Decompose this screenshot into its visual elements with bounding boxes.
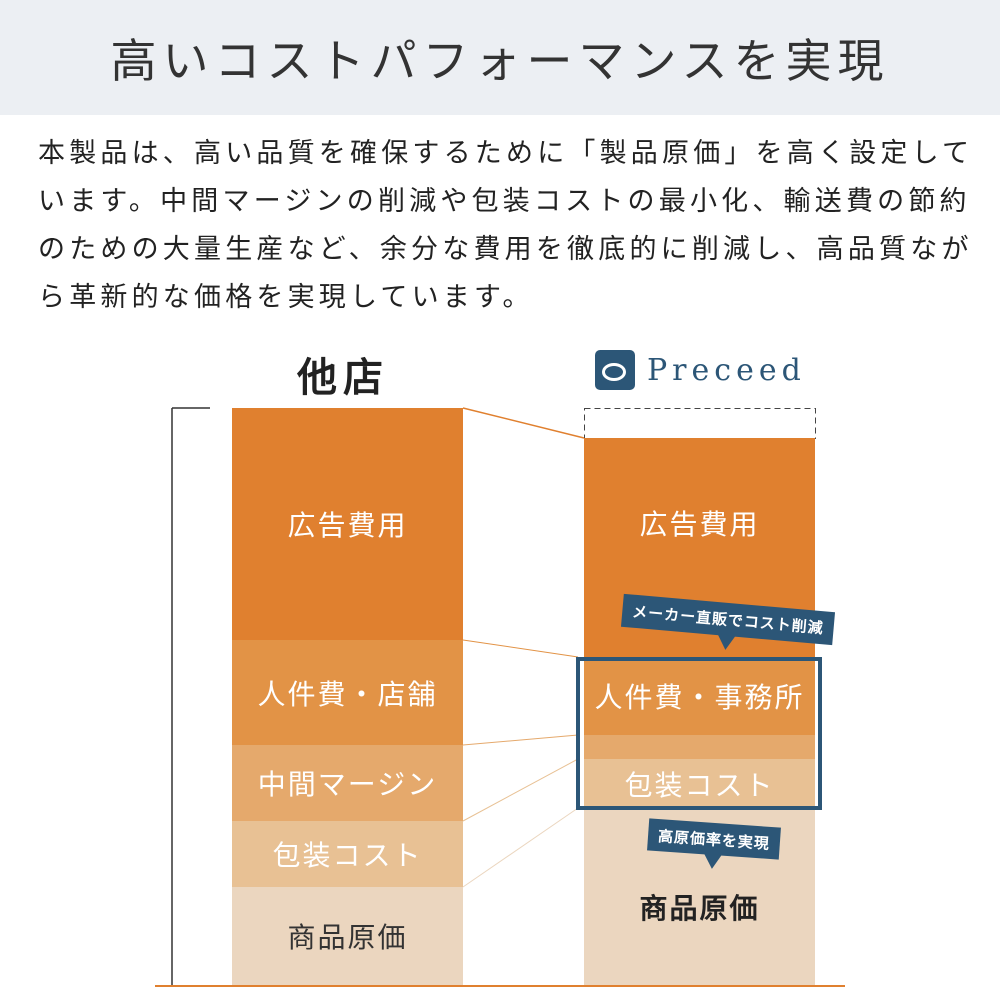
brand-logo: Preceed xyxy=(595,350,806,390)
left-segment-package: 包装コスト xyxy=(232,821,463,887)
other-store-title: 他店 xyxy=(297,355,389,401)
brand-name: Preceed xyxy=(647,352,806,388)
left-segment-margin: 中間マージン xyxy=(232,745,463,821)
left-segment-staff: 人件費・店舗 xyxy=(232,640,463,745)
left-segment-ad: 広告費用 xyxy=(232,408,463,640)
right-segment-staff: 人件費・事務所 xyxy=(584,657,815,735)
left-segment-goods: 商品原価 xyxy=(232,887,463,985)
right-segment-package: 包装コスト xyxy=(584,759,815,808)
highlight-box xyxy=(576,657,822,810)
logo-mark-icon xyxy=(595,350,635,390)
intro-text: 本製品は、高い品質を確保するために「製品原価」を高く設定しています。中間マージン… xyxy=(38,138,974,313)
header-banner: 高いコストパフォーマンスを実現 xyxy=(0,0,1000,115)
right-segment-margin xyxy=(584,735,815,759)
page-title: 高いコストパフォーマンスを実現 xyxy=(110,33,890,88)
